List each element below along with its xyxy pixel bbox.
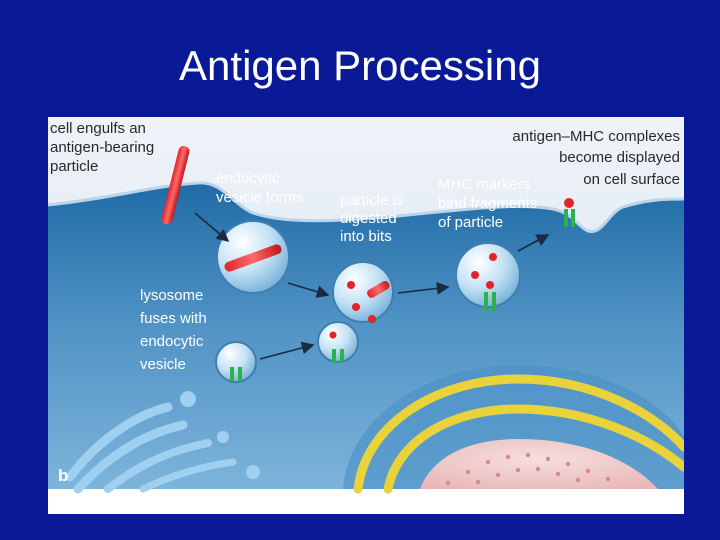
caption-lysosome-line1: lysosome	[140, 287, 203, 304]
caption-displayed-line3: on cell surface	[583, 171, 680, 188]
caption-displayed-line2: become displayed	[559, 149, 680, 166]
slide-title: Antigen Processing	[0, 42, 720, 90]
caption-lysosome-line2: fuses with	[140, 310, 207, 327]
caption-lysosome-line4: vesicle	[140, 356, 186, 373]
lysosome	[216, 342, 256, 382]
caption-engulf-line2: antigen-bearing	[50, 139, 154, 156]
panel-label: b	[58, 466, 68, 485]
caption-digested-line3: into bits	[340, 228, 392, 245]
caption-lysosome-line3: endocytic	[140, 333, 204, 350]
caption-endocytic-line1: endocytic	[216, 170, 280, 187]
caption-endocytic-line2: vesicle forms	[216, 189, 304, 206]
caption-displayed-line1: antigen–MHC complexes	[512, 128, 680, 145]
caption-engulf-line3: particle	[50, 158, 98, 175]
antigen-processing-diagram: cell engulfs an antigen-bearing particle…	[48, 117, 684, 514]
caption-engulf-line1: cell engulfs an	[50, 120, 146, 137]
caption-mhc-line2: bind fragments	[438, 195, 537, 212]
caption-digested-line2: digested	[340, 210, 397, 227]
caption-mhc-line3: of particle	[438, 214, 503, 231]
caption-mhc-line1: MHC markers	[438, 176, 531, 193]
caption-digested-line1: particle is	[340, 192, 403, 209]
endocytic-vesicle	[217, 221, 289, 293]
bottom-band	[48, 489, 684, 514]
